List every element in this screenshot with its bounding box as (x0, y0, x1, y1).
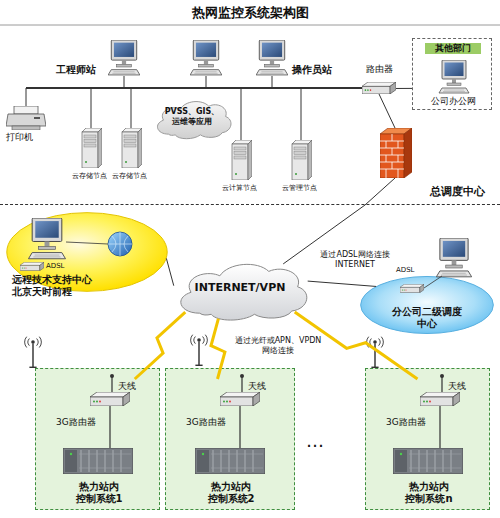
station-label: 操作员站 (292, 64, 342, 76)
compute-server (232, 140, 252, 180)
lan-wire (26, 76, 395, 205)
server-label: 云计算节点 (222, 184, 262, 192)
branch-center-ellipse: ADSL分公司二级调度中心 (360, 276, 494, 334)
engineer-computer (108, 40, 140, 75)
node-text: 公司办公网 (413, 96, 493, 107)
branch-computer (436, 238, 471, 277)
title-rule (0, 25, 500, 26)
router-node: 路由器 (362, 64, 396, 98)
station-label: 工程师站 (56, 64, 106, 76)
node-text: 总调度中心 (430, 185, 498, 198)
server-label: 云管理节点 (282, 184, 322, 192)
station-box: 热力站内 控制系统n 天线 3G路由器 (365, 368, 490, 510)
node-text: 3G路由器 (186, 417, 238, 428)
office-network-box: 其他部门公司办公网 (412, 38, 492, 110)
node-text: 天线 (118, 381, 144, 392)
node-text: 天线 (448, 381, 474, 392)
printer-icon (6, 106, 46, 130)
application-cloud: PVSS、GIS、运维等应用 (150, 96, 234, 140)
node-text: 热力站内 控制系统1 (68, 481, 130, 505)
station-box: 热力站内 控制系统2 天线 3G路由器 (165, 368, 295, 510)
node-text: ADSL (46, 262, 76, 270)
node-text: 3G路由器 (386, 417, 438, 428)
antenna-tower (367, 337, 384, 368)
storage-server (122, 128, 142, 168)
device-label: 打印机 (6, 132, 42, 143)
node-text: 3G路由器 (56, 417, 108, 428)
office-computer (439, 60, 469, 93)
network-link (308, 281, 376, 286)
server-label: 云存储节点 (112, 172, 152, 180)
node-text: 分公司二级调度中心 (390, 306, 464, 330)
router-3g-node: 天线 3G路由器 (386, 379, 491, 427)
connection-label: 通过光纤或APN、VPDN 网络连接 (230, 336, 326, 355)
network-link (166, 258, 173, 285)
antenna-tower (25, 337, 42, 368)
node-text: 热力站内 控制系统n (398, 481, 460, 505)
ellipsis-mark: … (306, 430, 346, 452)
router-icon (362, 82, 396, 94)
station-box: 热力站内 控制系统1 天线 3G路由器 (35, 368, 160, 510)
lan-bus (26, 87, 362, 89)
node-text: 热力站内 控制系统2 (200, 481, 262, 505)
node-text: 路由器 (362, 64, 396, 75)
network-link (396, 88, 412, 89)
node-text: PVSS、GIS、运维等应用 (164, 107, 220, 126)
node-text: 天线 (248, 381, 274, 392)
internet-cloud: INTERNET/VPN (168, 256, 312, 322)
firewall-icon (380, 128, 412, 178)
workstation-computer (190, 40, 222, 75)
server-label: 云存储节点 (72, 172, 112, 180)
router-3g-node: 天线 3G路由器 (56, 379, 161, 427)
node-text: ADSL (396, 266, 426, 274)
remote-support-ellipse: ADSL远程技术支持中心 北京天时前程 (6, 212, 168, 292)
storage-server (82, 128, 102, 168)
operator-computer (256, 40, 288, 75)
connection-label: 通过ADSL网络连接 INTERNET (312, 250, 398, 269)
diagram-title: 热网监控系统架构图 (0, 5, 500, 21)
node-text: INTERNET/VPN (168, 281, 312, 294)
management-server (292, 140, 312, 180)
antenna-tower (191, 335, 208, 366)
node-text: 其他部门 (425, 43, 481, 54)
router-3g-node: 天线 3G路由器 (186, 379, 291, 427)
node-text: 远程技术支持中心 北京天时前程 (12, 274, 122, 298)
